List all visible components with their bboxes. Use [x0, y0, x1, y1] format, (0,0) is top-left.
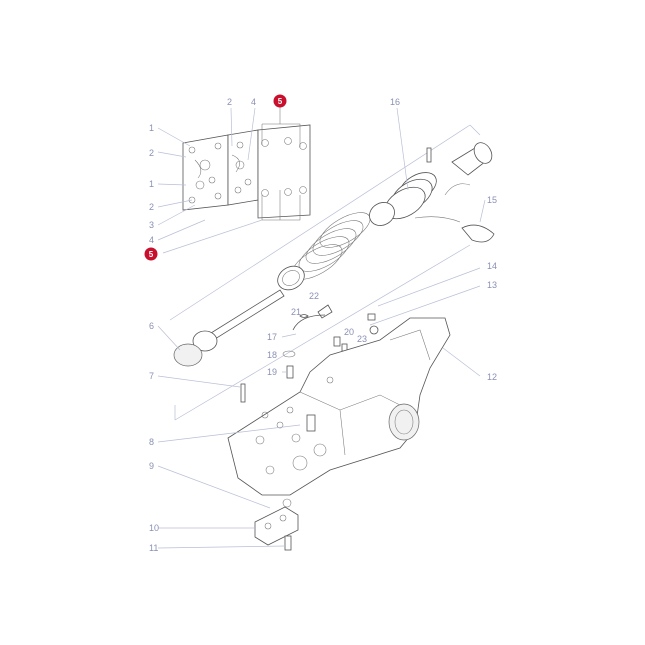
callout-3: 3 — [149, 220, 154, 230]
callout-13: 13 — [487, 280, 497, 290]
leader-lines — [157, 107, 486, 549]
piston-spring-group — [173, 142, 495, 367]
callout-17: 17 — [267, 332, 277, 342]
callout-15: 15 — [487, 195, 497, 205]
callout-6: 6 — [149, 321, 154, 331]
highlight-callout-5: 5 — [278, 97, 283, 106]
callout-2: 2 — [149, 202, 154, 212]
highlight-badge-top[interactable]: 5 — [273, 94, 287, 108]
callout-9: 9 — [149, 461, 154, 471]
callout-20: 20 — [344, 327, 354, 337]
callout-14: 14 — [487, 261, 497, 271]
callout-8: 8 — [149, 437, 154, 447]
assembly-axis-lines — [169, 124, 481, 421]
callout-22: 22 — [309, 291, 319, 301]
callout-1: 1 — [149, 179, 154, 189]
highlight-badge-left[interactable]: 5 — [144, 247, 158, 261]
lift-housing — [227, 317, 451, 496]
callout-labels: 1 2 1 2 3 4 2 4 16 15 14 13 12 22 21 20 … — [149, 97, 497, 553]
callout-16: 16 — [390, 97, 400, 107]
bottom-bracket — [254, 498, 299, 551]
callout-19: 19 — [267, 367, 277, 377]
valve-plate-assembly — [182, 100, 311, 221]
callout-4: 4 — [251, 97, 256, 107]
callout-4: 4 — [149, 235, 154, 245]
callout-12: 12 — [487, 372, 497, 382]
callout-18: 18 — [267, 350, 277, 360]
callout-1: 1 — [149, 123, 154, 133]
callout-2: 2 — [227, 97, 232, 107]
highlight-callout-5: 5 — [149, 250, 154, 259]
callout-7: 7 — [149, 371, 154, 381]
callout-2: 2 — [149, 148, 154, 158]
callout-10: 10 — [149, 523, 159, 533]
small-fittings — [240, 304, 379, 403]
callout-23: 23 — [357, 334, 367, 344]
callout-11: 11 — [149, 543, 158, 553]
callout-21: 21 — [291, 307, 301, 317]
